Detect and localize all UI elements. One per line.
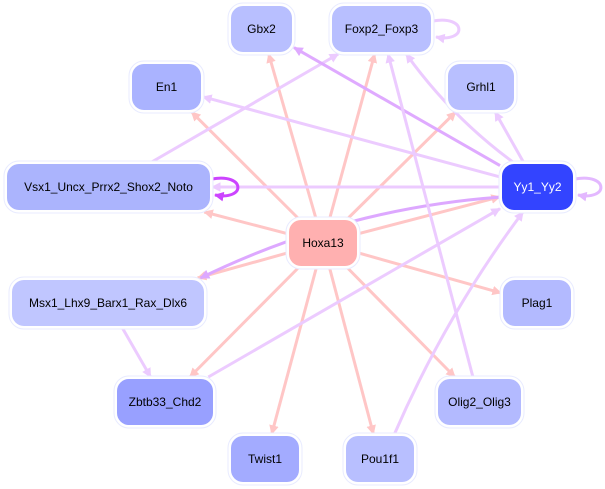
node-box — [132, 64, 201, 110]
node-en1[interactable]: En1 — [128, 60, 205, 114]
self-loop-edge — [574, 176, 603, 202]
node-box — [332, 6, 431, 52]
node-label: Twist1 — [248, 452, 282, 466]
node-box — [438, 379, 521, 425]
edge-hoxa13-to-en1 — [190, 110, 299, 220]
edge-yy1_yy2-to-en1 — [202, 94, 501, 179]
self-loop-edge — [211, 176, 240, 202]
node-vsx1_uncx_prrx2_shox2_noto[interactable]: Vsx1_Uncx_Prrx2_Shox2_Noto — [3, 160, 214, 214]
node-foxp2_foxp3[interactable]: Foxp2_Foxp3 — [328, 2, 435, 56]
node-label: Zbtb33_Chd2 — [129, 395, 202, 409]
edge-hoxa13-to-vsx1_uncx_prrx2_shox2_noto — [203, 209, 288, 236]
edge-yy1_yy2-to-gbx2 — [293, 46, 501, 167]
node-label: Plag1 — [522, 296, 553, 310]
node-msx1_lhx9_barx1_rax_dlx6[interactable]: Msx1_Lhx9_Barx1_Rax_Dlx6 — [8, 276, 208, 330]
edge-hoxa13-to-zbtb33_chd2 — [188, 266, 300, 379]
node-twist1[interactable]: Twist1 — [227, 432, 303, 486]
edge-yy1_yy2-to-grhl1 — [493, 111, 525, 163]
edge-zbtb33_chd2-to-yy1_yy2 — [207, 207, 501, 379]
node-yy1_yy2[interactable]: Yy1_Yy2 — [498, 160, 577, 214]
node-pou1f1[interactable]: Pou1f1 — [342, 432, 418, 486]
node-label: Grhl1 — [466, 80, 496, 94]
node-gbx2[interactable]: Gbx2 — [227, 2, 296, 56]
node-label: Gbx2 — [247, 22, 276, 36]
node-label: Olig2_Olig3 — [448, 395, 511, 409]
node-box — [231, 436, 299, 482]
node-label: Pou1f1 — [361, 452, 399, 466]
edge-hoxa13-to-twist1 — [269, 267, 318, 435]
edge-hoxa13-to-plag1 — [358, 251, 502, 296]
node-label: Hoxa13 — [302, 236, 344, 250]
edge-hoxa13-to-pou1f1 — [328, 267, 376, 435]
node-label: Foxp2_Foxp3 — [345, 22, 419, 36]
edge-hoxa13-to-olig2_olig3 — [346, 266, 456, 379]
edge-hoxa13-to-grhl1 — [347, 110, 457, 220]
node-box — [448, 64, 514, 110]
node-label: En1 — [156, 80, 178, 94]
node-box — [12, 280, 204, 326]
node-box — [289, 220, 357, 266]
node-plag1[interactable]: Plag1 — [499, 276, 575, 330]
edge-hoxa13-to-gbx2 — [266, 53, 318, 219]
node-label: Yy1_Yy2 — [513, 180, 561, 194]
edge-msx1_lhx9_barx1_rax_dlx6-to-zbtb33_chd2 — [121, 327, 152, 378]
node-label: Msx1_Lhx9_Barx1_Rax_Dlx6 — [29, 296, 187, 310]
node-box — [346, 436, 414, 482]
self-loop-edge — [432, 18, 461, 44]
node-box — [117, 379, 213, 425]
node-olig2_olig3[interactable]: Olig2_Olig3 — [434, 375, 525, 429]
edges-layer — [121, 18, 603, 435]
edge-olig2_olig3-to-foxp2_foxp3 — [385, 53, 475, 378]
node-box — [7, 164, 210, 210]
edge-pou1f1-to-yy1_yy2 — [393, 211, 525, 435]
node-label: Vsx1_Uncx_Prrx2_Shox2_Noto — [24, 180, 193, 194]
node-box — [502, 164, 573, 210]
node-box — [231, 6, 292, 52]
node-zbtb33_chd2[interactable]: Zbtb33_Chd2 — [113, 375, 217, 429]
node-hoxa13[interactable]: Hoxa13 — [285, 216, 361, 270]
node-grhl1[interactable]: Grhl1 — [444, 60, 518, 114]
node-box — [503, 280, 571, 326]
